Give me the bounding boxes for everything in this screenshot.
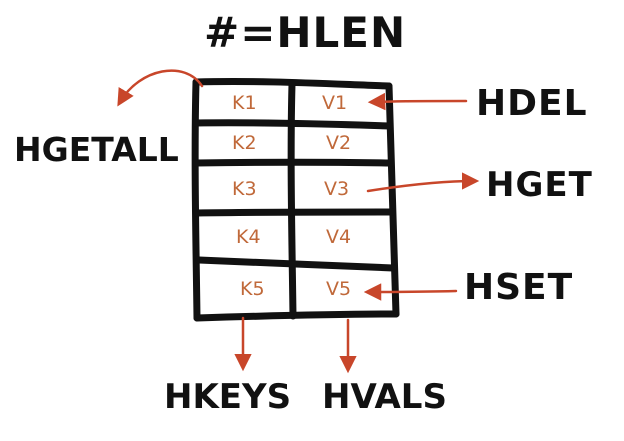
hget-arrow	[366, 172, 480, 193]
hget-label: HGET	[486, 165, 593, 205]
table-key-cell: K4	[236, 226, 261, 248]
command-arrows	[117, 69, 480, 374]
table-key-cell: K2	[232, 132, 257, 154]
table-value-cell: V3	[324, 178, 350, 200]
table-key-cell: K1	[232, 92, 257, 114]
table-right-border	[385, 82, 400, 318]
hgetall-arrow	[117, 69, 204, 107]
table-key-cell: K3	[232, 178, 257, 200]
table-value-cell: V1	[322, 92, 348, 114]
hgetall-label: HGETALL	[14, 130, 179, 169]
table-value-cell: V5	[326, 278, 352, 300]
table-row-divider-3	[193, 208, 396, 217]
table-key-cell: K5	[240, 278, 265, 300]
table-row-divider-1	[192, 119, 394, 130]
table-column-divider	[287, 80, 297, 320]
table-value-cell: V2	[326, 132, 352, 154]
table-value-cell: V4	[326, 226, 352, 248]
hset-label: HSET	[464, 267, 574, 308]
hash-table-grid	[191, 77, 400, 322]
hdel-arrow	[367, 92, 468, 111]
hdel-label: HDEL	[476, 83, 588, 124]
table-left-border	[191, 78, 201, 322]
diagram-title: #=HLEN	[204, 8, 407, 57]
hkeys-label: HKEYS	[164, 377, 292, 417]
hset-arrow	[363, 283, 458, 301]
table-row-divider-4	[195, 256, 397, 272]
table-row-divider-2	[192, 158, 395, 167]
hvals-label: HVALS	[322, 377, 447, 417]
